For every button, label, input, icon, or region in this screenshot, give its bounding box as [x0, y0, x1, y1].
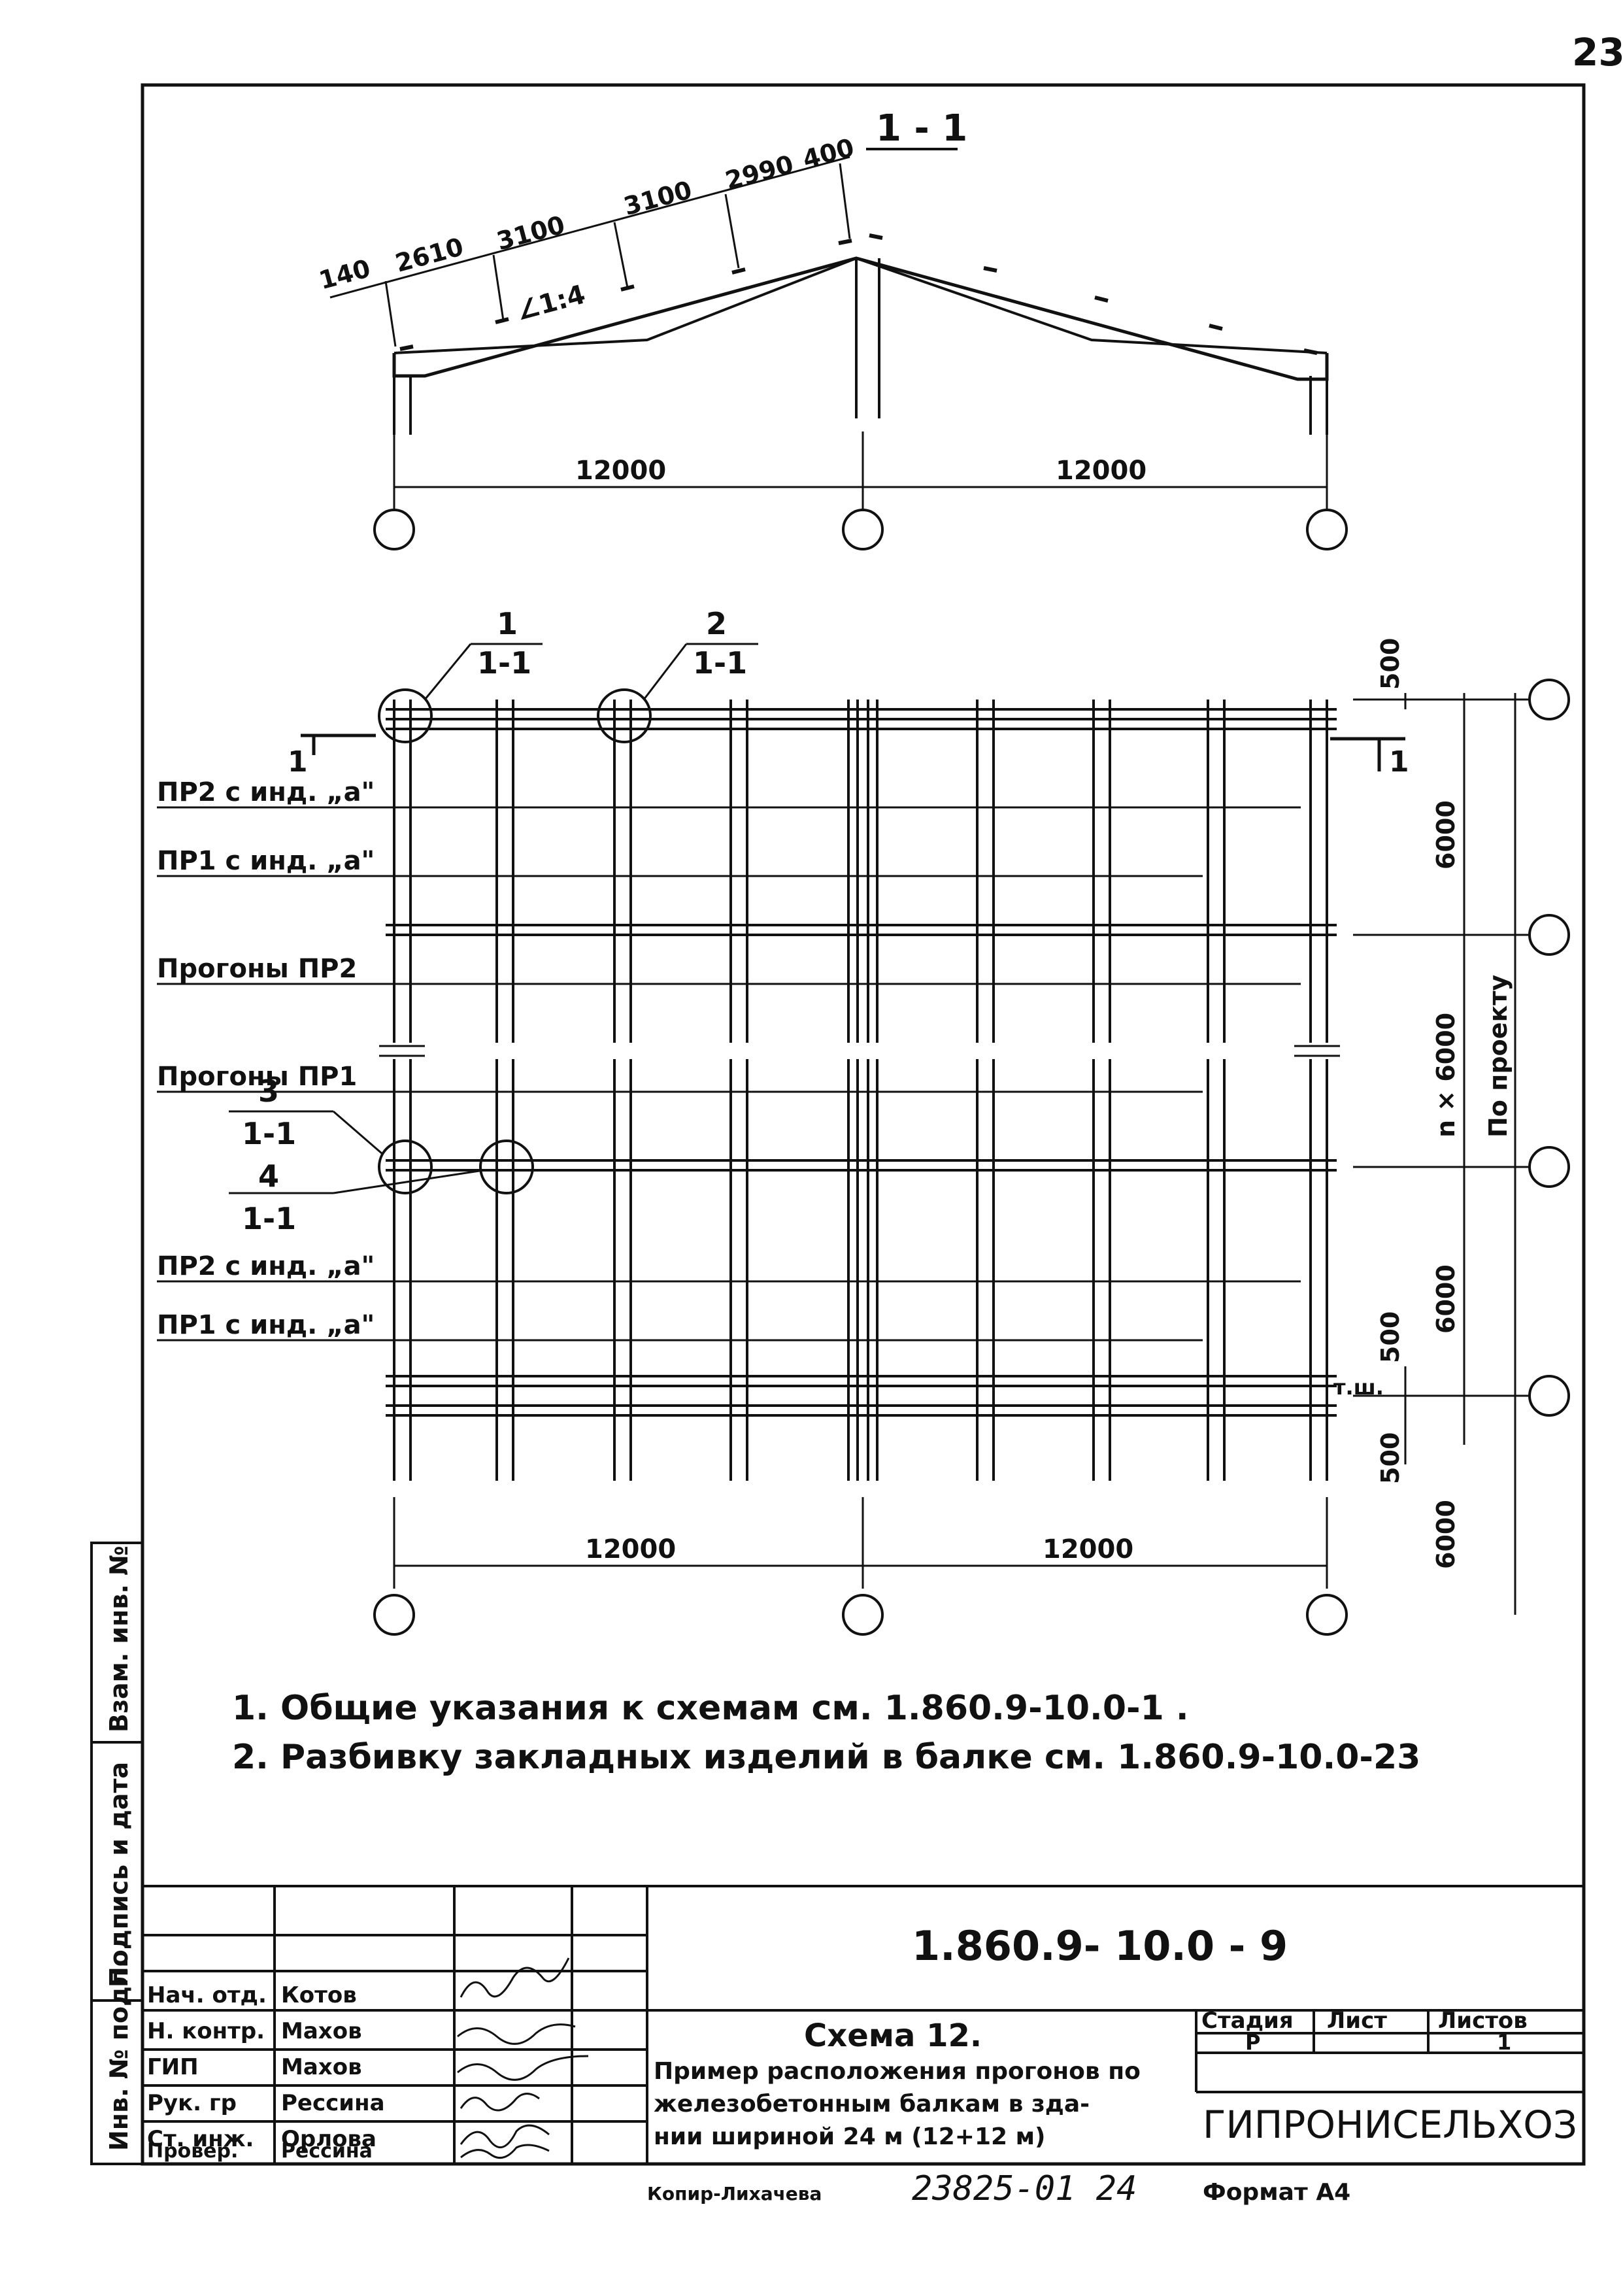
sheets-value: 1: [1497, 2030, 1511, 2055]
footer-copied: Копир-Лихачева: [647, 2183, 822, 2204]
roles-table: Нач. отд. Котов Н. контр. Махов ГИП Махо…: [147, 1982, 385, 2152]
footer-number: 23825-01 24: [912, 2169, 1137, 2208]
dim-n6000: n × 6000: [1431, 1013, 1460, 1138]
label-pr2-a-top: ПР2 с инд. „а": [157, 777, 375, 807]
section-span-left: 12000: [575, 456, 666, 486]
role-1: Нач. отд.: [147, 1982, 267, 2008]
dim-500-top: 500: [1376, 638, 1405, 690]
section-span-right: 12000: [1056, 456, 1146, 486]
role-3: ГИП: [147, 2054, 199, 2080]
callout-4-num: 4: [258, 1158, 279, 1194]
label-pr1: Прогоны ПР1: [157, 1062, 357, 1092]
dim-400: 400: [799, 133, 857, 174]
callout-1-ref: 1-1: [477, 645, 531, 681]
dim-6000-1: 6000: [1431, 800, 1460, 869]
side-stamp: [90, 1542, 144, 2165]
name-3: Махов: [281, 2054, 362, 2080]
slope-label: ∠1:4: [513, 279, 589, 326]
callout-4-ref: 1-1: [242, 1201, 296, 1236]
dim-po-proektu: По проекту: [1484, 975, 1513, 1138]
stage-header: Стадия: [1201, 2008, 1294, 2034]
stamp-vzam: Взам. инв. №: [105, 1545, 133, 1732]
sheets-header: Листов: [1438, 2008, 1528, 2034]
name-4: Рессина: [281, 2090, 385, 2116]
callout-3-ref: 1-1: [242, 1116, 296, 1151]
section-1-1: [329, 156, 1348, 550]
plan-span-left: 12000: [585, 1534, 676, 1564]
name-5: Орлова: [281, 2126, 376, 2152]
sheet-frame: [141, 83, 1586, 2166]
page-number: 23: [1572, 30, 1623, 75]
dim-3100-a: 3100: [494, 210, 568, 256]
purlin-labels: ПР2 с инд. „а" ПР1 с инд. „а" Прогоны ПР…: [157, 777, 375, 1340]
dim-2990: 2990: [722, 150, 797, 195]
signatures: [457, 1957, 589, 2159]
doc-code: 1.860.9- 10.0 - 9: [912, 1922, 1288, 1970]
plan-span-right: 12000: [1043, 1534, 1133, 1564]
role-4: Рук. гр: [147, 2090, 237, 2116]
role-2: Н. контр.: [147, 2018, 265, 2044]
section-label: 1 - 1: [876, 107, 967, 150]
label-pr1-a-top: ПР1 с инд. „а": [157, 846, 375, 876]
dim-6000-2: 6000: [1431, 1264, 1460, 1334]
stage-value: Р: [1245, 2030, 1260, 2055]
section-top-dims: 140 2610 3100 3100 2990 400: [316, 133, 857, 295]
plan-right-dims: 500 6000 n × 6000 По проекту 6000 500 50…: [1333, 638, 1513, 1569]
callout-2-ref: 1-1: [693, 645, 747, 681]
scheme-desc-3: нии шириной 24 м (12+12 м): [654, 2123, 1045, 2150]
dim-500-bottom: 500: [1376, 1432, 1405, 1484]
dim-6000-3: 6000: [1431, 1500, 1460, 1569]
label-pr2: Прогоны ПР2: [157, 954, 357, 984]
sheet-header: Лист: [1327, 2008, 1387, 2034]
dim-tsh: т.ш.: [1333, 1375, 1384, 1400]
label-pr2-a-bottom: ПР2 с инд. „а": [157, 1251, 375, 1281]
callout-3: 3 1-1: [242, 1073, 296, 1151]
name-6: Рессина: [281, 2140, 373, 2163]
callout-1: 1 1-1: [477, 606, 531, 681]
cut-mark-left: 1: [288, 745, 308, 779]
callout-1-num: 1: [497, 606, 518, 641]
callout-4: 4 1-1: [242, 1158, 296, 1236]
name-1: Котов: [281, 1982, 357, 2008]
callout-3-num: 3: [258, 1073, 279, 1109]
scheme-title: Схема 12.: [804, 2017, 982, 2054]
role-5: Ст. инж.: [147, 2126, 254, 2152]
name-2: Махов: [281, 2018, 362, 2044]
scheme-desc-1: Пример расположения прогонов по: [654, 2058, 1141, 2085]
label-pr1-a-bottom: ПР1 с инд. „а": [157, 1310, 375, 1340]
callout-2-num: 2: [706, 606, 727, 641]
side-stamp-text: Взам. инв. № Подпись и дата Инв. № подл.: [105, 1545, 133, 2151]
note-2: 2. Разбивку закладных изделий в балке см…: [232, 1738, 1420, 1777]
dim-500-mid: 500: [1376, 1311, 1405, 1363]
stamp-inv: Инв. № подл.: [105, 1959, 133, 2151]
cut-mark-right: 1: [1389, 745, 1409, 779]
plan-beams: [157, 643, 1570, 1636]
stamp-podpis: Подпись и дата: [105, 1762, 133, 1987]
title-block-grid: [142, 1885, 1584, 2164]
footer-format: Формат А4: [1203, 2179, 1350, 2206]
scheme-desc-2: железобетонным балкам в зда-: [654, 2091, 1090, 2118]
dim-3100-b: 3100: [621, 175, 695, 221]
role-6-visible: Провер.: [147, 2140, 238, 2163]
roles-table-last: Провер. Рессина: [147, 2140, 373, 2163]
note-1: 1. Общие указания к схемам см. 1.860.9-1…: [232, 1689, 1189, 1728]
callout-2: 2 1-1: [693, 606, 747, 681]
org-name: ГИПРОНИСЕЛЬХОЗ: [1203, 2102, 1577, 2147]
